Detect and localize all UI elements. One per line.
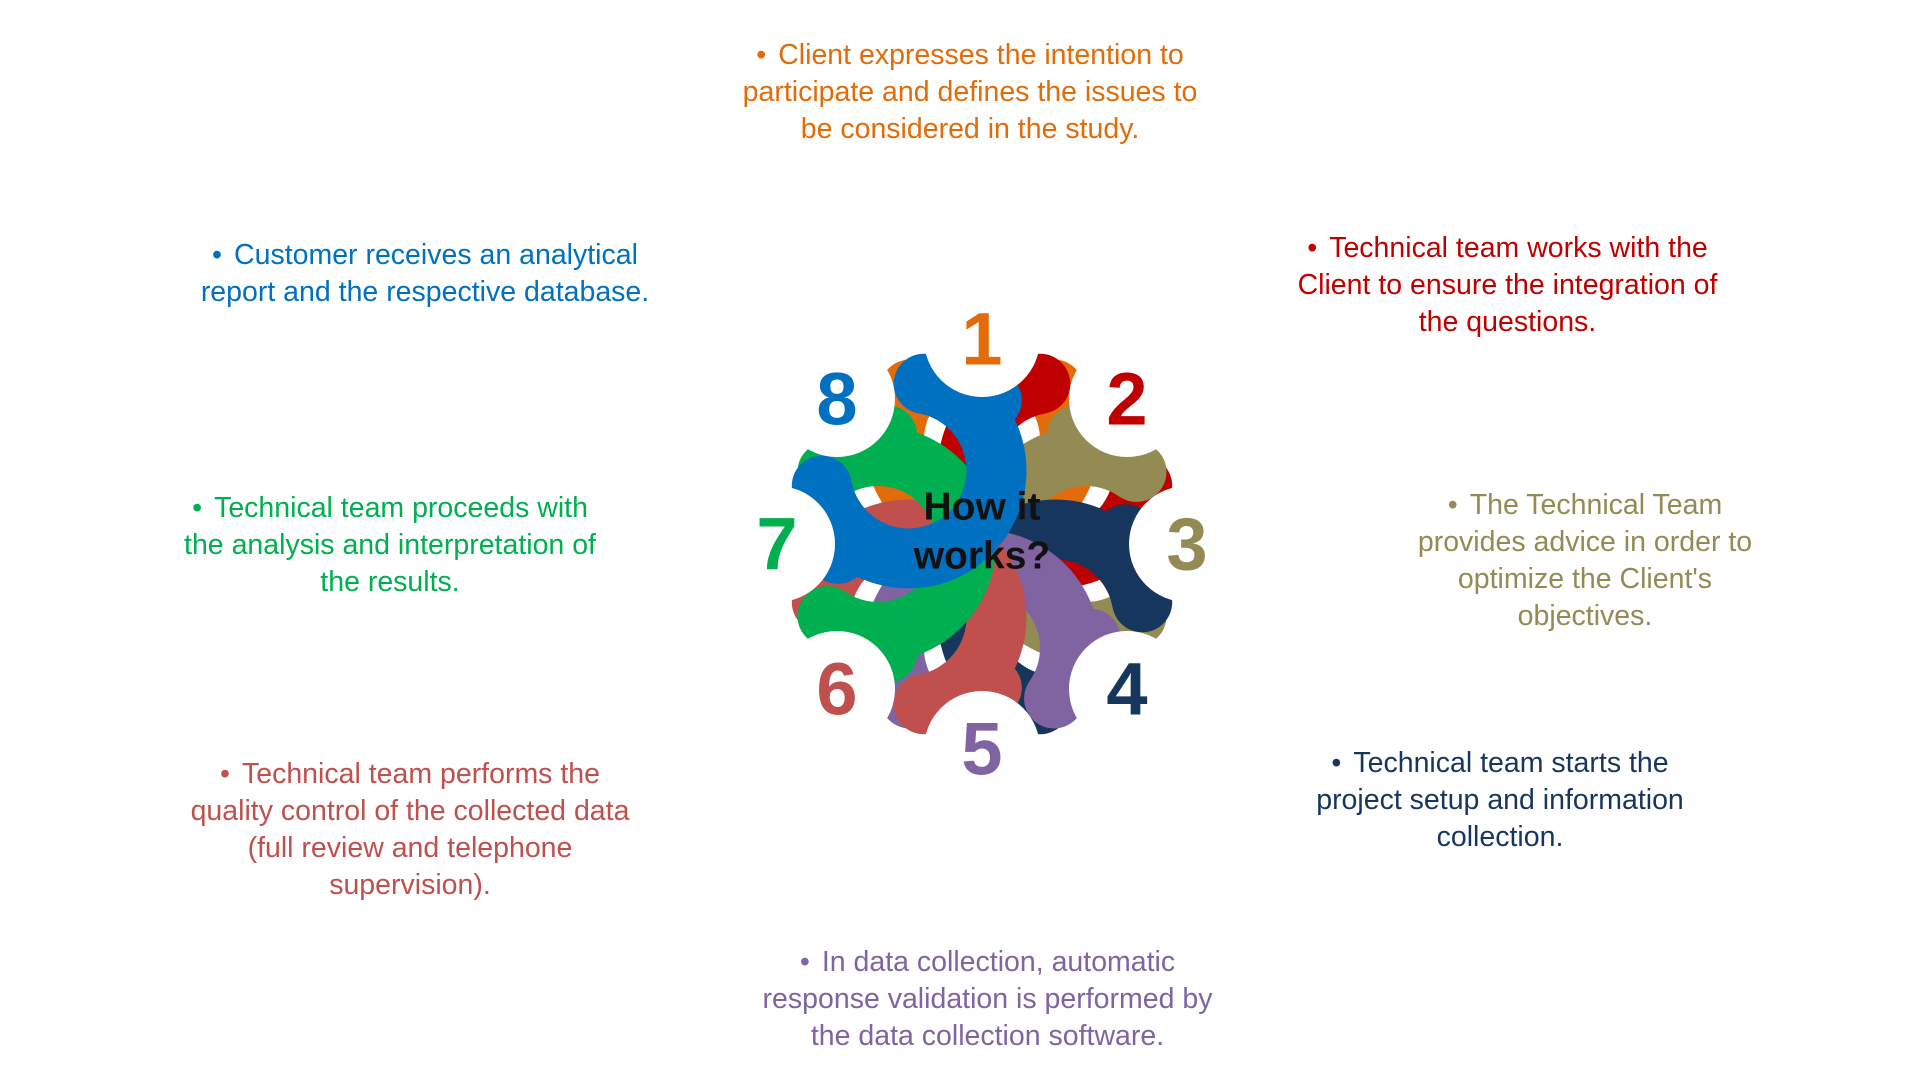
step-7-text: Technical team proceeds with the analysi… [184,492,596,598]
step-3-description: •The Technical Team provides advice in o… [1395,487,1775,635]
step-5-number: 5 [961,708,1002,791]
step-8-description: •Customer receives an analytical report … [175,237,675,311]
step-8-bullet: • [212,239,223,271]
step-4-number: 4 [1106,648,1147,731]
step-3-number: 3 [1166,503,1207,586]
step-5-number-backdrop [924,691,1040,807]
step-8-loop [791,353,1027,589]
step-1-text: Client expresses the intention to partic… [742,39,1198,145]
step-5-description: •In data collection, automatic response … [745,944,1230,1055]
step-4-number-backdrop [1069,631,1185,747]
step-3-number-backdrop [1129,486,1245,602]
step-2-bullet: • [1307,232,1318,264]
step-3-text: The Technical Team provides advice in or… [1417,489,1753,632]
step-numbers: 1 234 5 678 [719,281,1245,807]
step-6-number-backdrop [779,631,895,747]
step-loops [791,353,1173,735]
step-6-text: Technical team performs the quality cont… [190,758,630,901]
step-2-number-backdrop [1069,341,1185,457]
center-title-line1: How it [924,486,1041,529]
step-1-bullet: • [756,39,767,71]
step-6-bullet: • [220,758,230,790]
step-4-description: •Technical team starts the project setup… [1305,745,1695,856]
step-4-text: Technical team starts the project setup … [1316,747,1684,853]
step-7-bullet: • [192,492,203,524]
step-2-description: •Technical team works with the Client to… [1285,230,1730,341]
step-1-description: •Client expresses the intention to parti… [725,37,1215,148]
step-6-number: 6 [816,648,857,731]
step-7-description: •Technical team proceeds with the analys… [180,490,600,601]
step-6-description: •Technical team performs the quality con… [180,756,640,904]
center-title-line2: works? [913,535,1051,578]
step-4-bullet: • [1331,747,1342,779]
step-8-text: Customer receives an analytical report a… [200,239,650,308]
step-5-bullet: • [799,946,810,978]
step-1-number-backdrop [924,281,1040,397]
step-7-number-backdrop [719,486,835,602]
step-1-number: 1 [961,298,1002,381]
step-2-text: Technical team works with the Client to … [1297,232,1718,338]
step-3-bullet: • [1447,489,1458,521]
step-7-number: 7 [756,503,797,586]
step-2-number: 2 [1106,358,1147,441]
step-8-number: 8 [816,358,857,441]
step-5-text: In data collection, automatic response v… [762,946,1213,1052]
step-8-number-backdrop [779,341,895,457]
